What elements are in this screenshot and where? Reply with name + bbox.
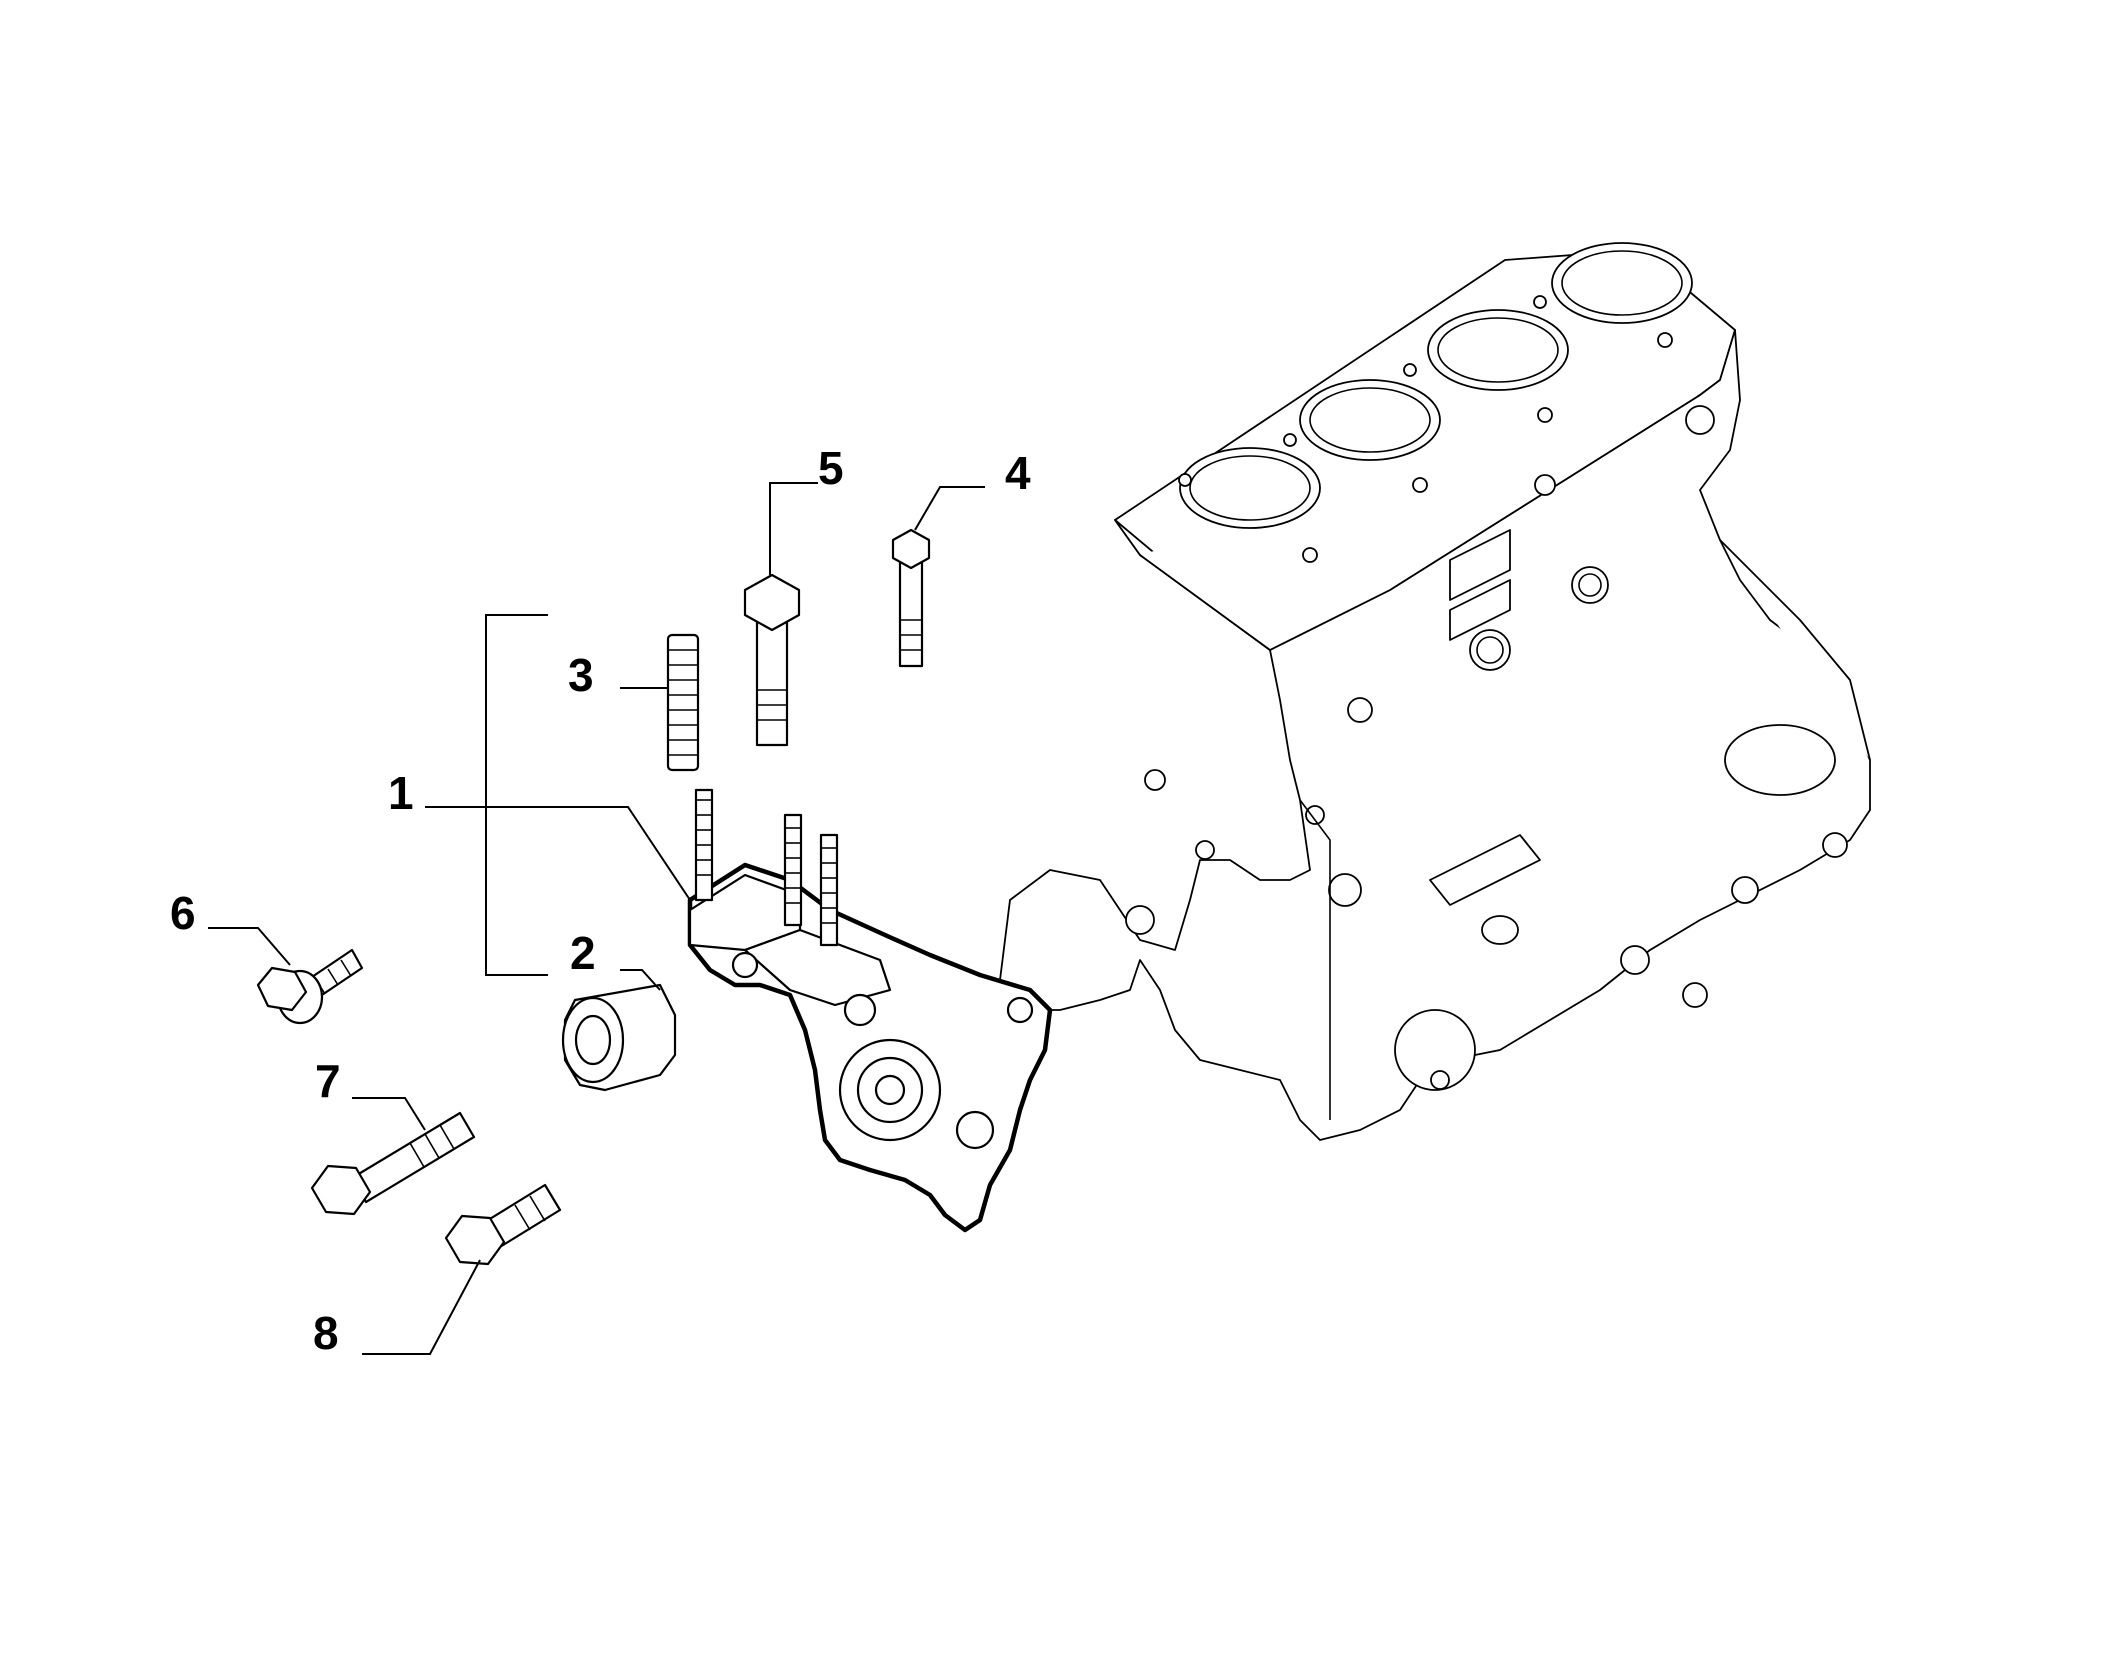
part-3-stud — [666, 633, 700, 772]
part-2-bushing — [561, 983, 677, 1092]
callout-7: 7 — [315, 1055, 341, 1107]
part-4-bolt — [891, 528, 931, 668]
callout-8: 8 — [313, 1307, 339, 1359]
callout-4: 4 — [1005, 447, 1031, 499]
callout-5: 5 — [818, 442, 844, 494]
part-7-bolt — [310, 1111, 476, 1216]
part-1-bracket-assembly — [687, 788, 1053, 1233]
callout-2: 2 — [570, 927, 596, 979]
part-5-bolt — [743, 573, 801, 747]
callout-1: 1 — [388, 767, 414, 819]
callout-3: 3 — [568, 649, 594, 701]
engine-block — [999, 242, 1871, 1141]
callout-6: 6 — [170, 887, 196, 939]
leader-lines — [208, 482, 985, 1355]
part-8-bolt — [444, 1183, 562, 1266]
part-6-bolt — [256, 948, 364, 1025]
